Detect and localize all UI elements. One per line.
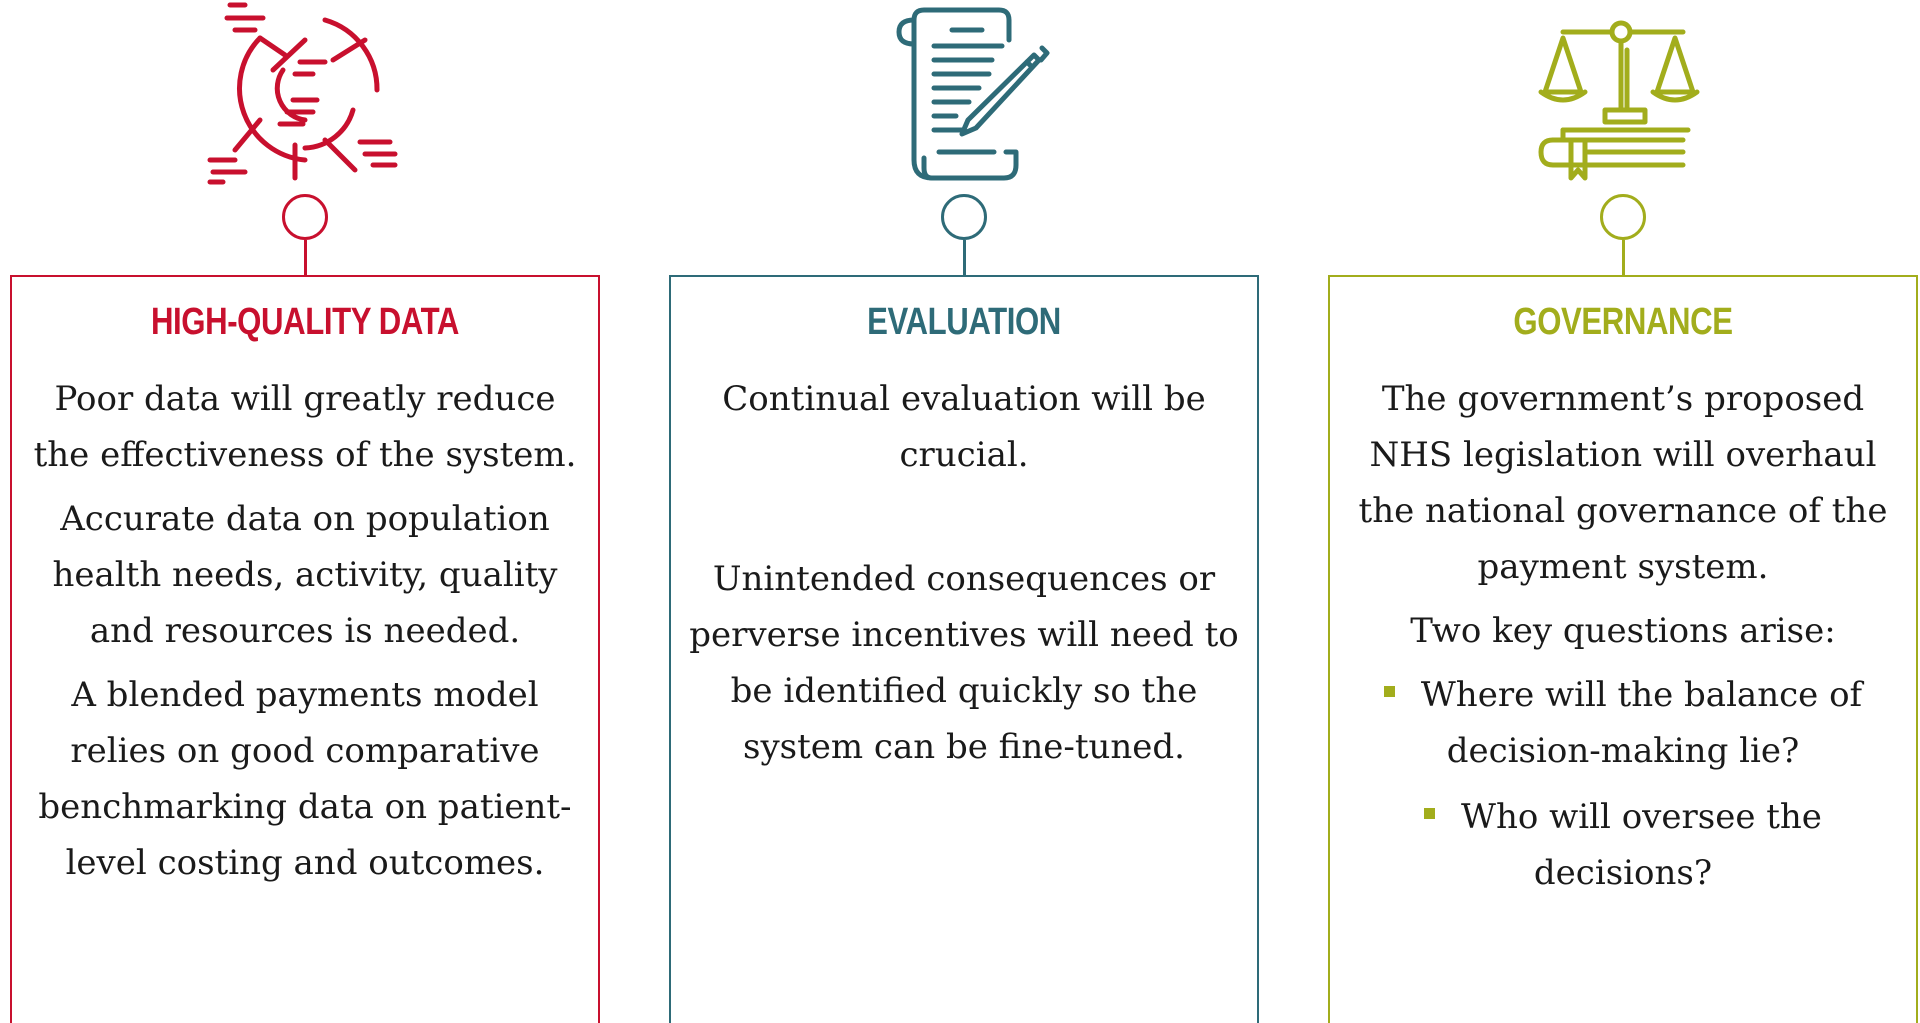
- document-pen-icon: [864, 0, 1064, 190]
- panel-title: GOVERNANCE: [1513, 301, 1733, 343]
- paragraph: Accurate data on population health needs…: [52, 499, 558, 651]
- connector-line: [1621, 240, 1625, 275]
- panel-high-quality-data: HIGH-QUALITY DATA Poor data will greatly…: [10, 0, 600, 1023]
- paragraph: The government’s proposed NHS legislatio…: [1358, 379, 1888, 587]
- connector-line: [303, 240, 307, 275]
- paragraph: Continual evaluation will be crucial.: [722, 379, 1206, 475]
- panel-evaluation: EVALUATION Continual evaluation will be …: [669, 0, 1259, 1023]
- content-box: HIGH-QUALITY DATA Poor data will greatly…: [10, 275, 600, 1023]
- scales-of-justice-icon: [1523, 0, 1723, 190]
- panel-title: EVALUATION: [867, 301, 1061, 343]
- square-bullet-icon: [1424, 807, 1436, 819]
- paragraph: Unintended consequences or perverse ince…: [689, 559, 1239, 767]
- list-item: Who will oversee the decisions?: [1342, 789, 1904, 901]
- panel-governance: GOVERNANCE The government’s proposed NHS…: [1328, 0, 1918, 1023]
- bullet-list: Where will the balance of decision-makin…: [1342, 667, 1904, 901]
- connector-node: [282, 194, 328, 240]
- connector-node: [1600, 194, 1646, 240]
- content-box: EVALUATION Continual evaluation will be …: [669, 275, 1259, 1023]
- square-bullet-icon: [1383, 685, 1395, 697]
- connector-line: [962, 240, 966, 275]
- list-item: Where will the balance of decision-makin…: [1342, 667, 1904, 779]
- paragraph: A blended payments model relies on good …: [38, 675, 572, 883]
- connector-node: [941, 194, 987, 240]
- panel-title: HIGH-QUALITY DATA: [150, 301, 460, 343]
- paragraph: Two key questions arise:: [1410, 611, 1836, 651]
- chart-analytics-icon: [205, 0, 405, 190]
- content-box: GOVERNANCE The government’s proposed NHS…: [1328, 275, 1918, 1023]
- paragraph: Poor data will greatly reduce the effect…: [33, 379, 577, 475]
